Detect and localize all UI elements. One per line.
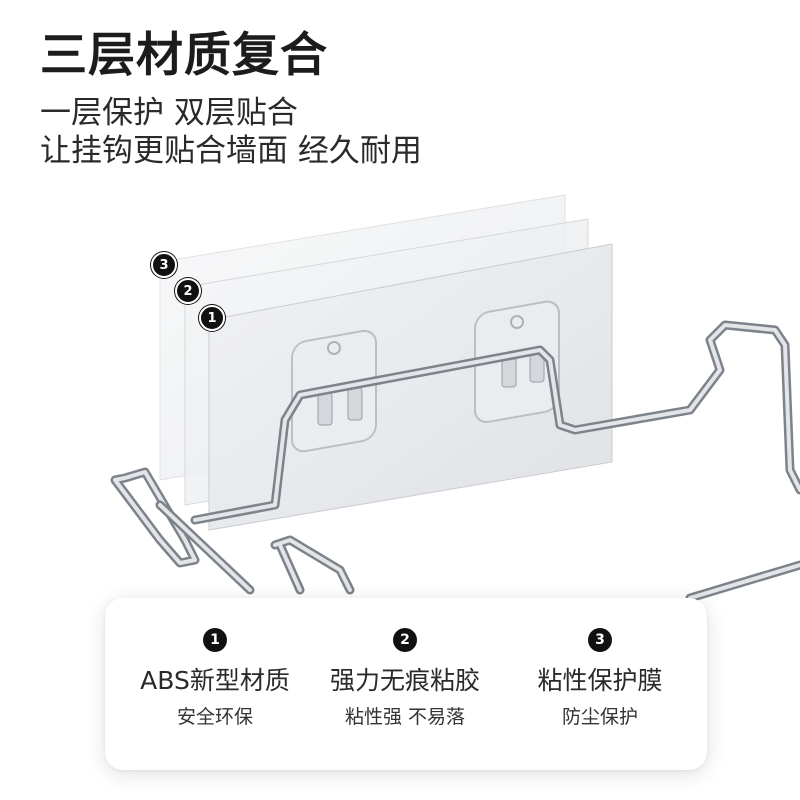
feature-number-badge: 3 (588, 628, 612, 652)
feature-item: 2 强力无痕粘胶 粘性强 不易落 (305, 598, 505, 770)
feature-number-badge: 2 (393, 628, 417, 652)
layer-marker-3: 3 (151, 252, 177, 278)
subtitle-line-1: 一层保护 双层贴合 (40, 95, 298, 131)
feature-item: 1 ABS新型材质 安全环保 (115, 598, 315, 770)
subtitle-line-2: 让挂钩更贴合墙面 经久耐用 (40, 133, 422, 169)
feature-title: 强力无痕粘胶 (329, 666, 480, 695)
feature-description: 粘性强 不易落 (344, 706, 466, 728)
feature-title: 粘性保护膜 (537, 666, 663, 695)
feature-card: 1 ABS新型材质 安全环保 2 强力无痕粘胶 粘性强 不易落 3 粘性保护膜 … (105, 598, 707, 770)
feature-description: 防尘保护 (561, 706, 638, 728)
feature-item: 3 粘性保护膜 防尘保护 (500, 598, 700, 770)
wire-rack (110, 320, 800, 603)
feature-title: ABS新型材质 (140, 666, 290, 695)
layer-marker-2: 2 (175, 278, 201, 304)
layer-marker-1: 1 (199, 305, 225, 331)
page-title: 三层材质复合 (40, 28, 328, 83)
feature-description: 安全环保 (176, 706, 253, 728)
hook-pad-right (474, 300, 560, 424)
feature-number-badge: 1 (203, 628, 227, 652)
